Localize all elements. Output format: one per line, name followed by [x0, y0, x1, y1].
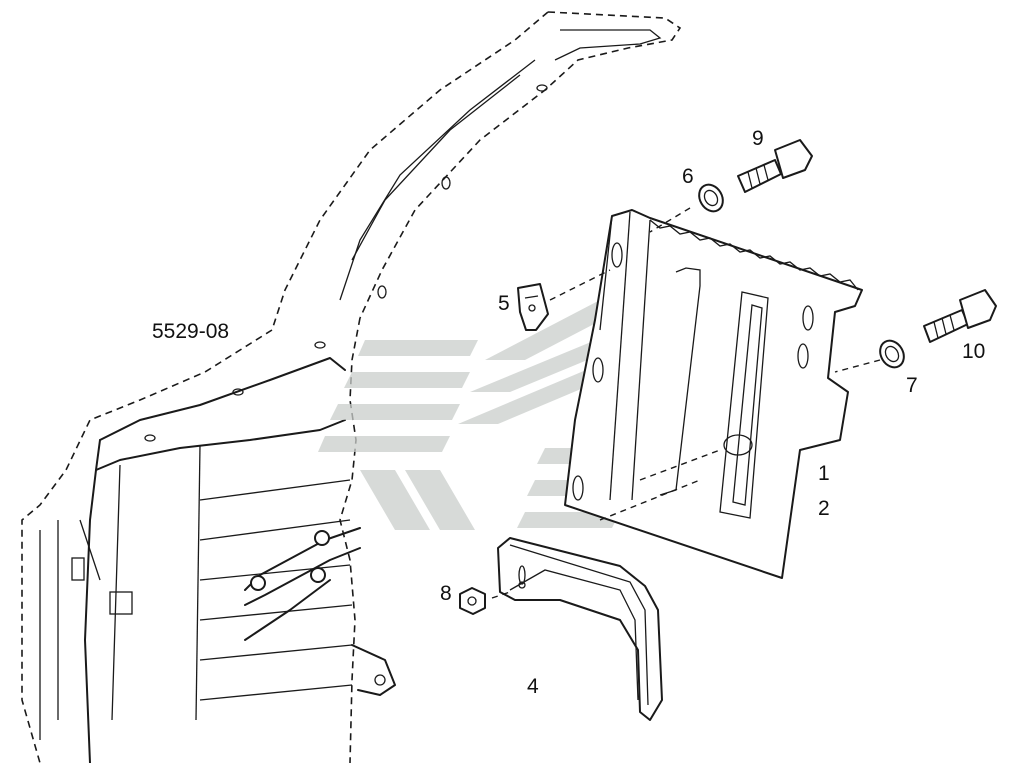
- washer-6: [698, 183, 724, 213]
- clip-nut-5: [517, 283, 549, 331]
- lower-deflector: [497, 537, 663, 721]
- bolt-9: [737, 139, 813, 193]
- callout-7: 7: [906, 374, 918, 397]
- washer-7: [879, 339, 905, 369]
- callout-2: 2: [818, 497, 830, 520]
- reference-label: 5529-08: [152, 320, 229, 343]
- callout-1: 1: [818, 462, 830, 485]
- callout-4: 4: [527, 675, 539, 698]
- nut-8: [459, 587, 486, 615]
- callout-10: 10: [962, 340, 985, 363]
- callout-8: 8: [440, 582, 452, 605]
- callout-5: 5: [498, 292, 510, 315]
- splash-plate: [564, 209, 863, 579]
- callout-9: 9: [752, 127, 764, 150]
- assembly-leaders: [491, 207, 881, 599]
- bolt-10: [923, 289, 997, 343]
- fender-assembly: [21, 11, 682, 763]
- callout-6: 6: [682, 165, 694, 188]
